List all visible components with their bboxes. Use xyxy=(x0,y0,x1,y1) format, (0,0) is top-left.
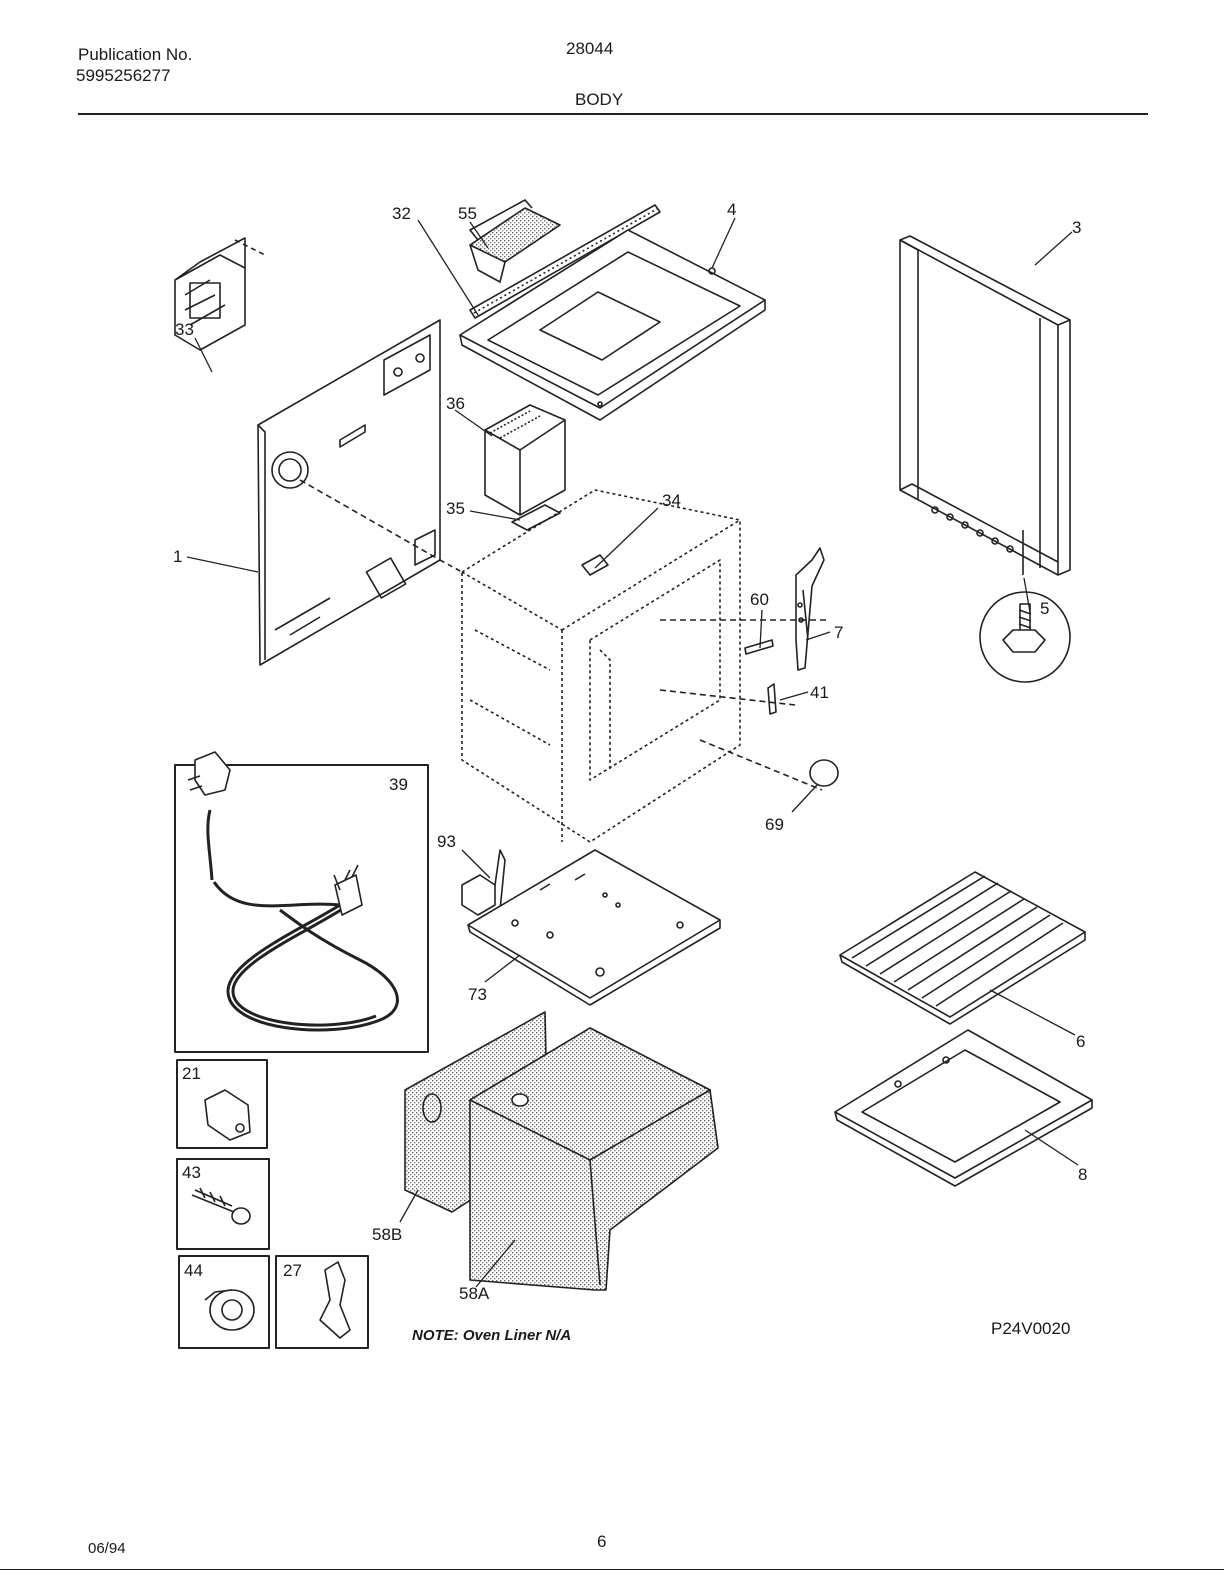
part-label-41: 41 xyxy=(810,683,829,702)
part-41-clip xyxy=(767,683,777,715)
part-label-35: 35 xyxy=(446,499,465,518)
model-number: 28044 xyxy=(566,39,614,58)
part-label-5: 5 xyxy=(1040,599,1050,618)
oven-liner-note: NOTE: Oven Liner N/A xyxy=(412,1327,572,1344)
part-21-clip xyxy=(204,1089,251,1141)
part-35-plate xyxy=(511,504,561,531)
part-3-side-panel xyxy=(899,235,1071,576)
part-4-top-frame xyxy=(459,229,766,421)
part-label-69: 69 xyxy=(765,815,784,834)
part-39-cord-box xyxy=(174,764,429,1053)
part-55-bracket xyxy=(469,199,561,283)
part-33-box xyxy=(174,237,246,351)
cord-terminal xyxy=(333,864,363,916)
part-27-box xyxy=(275,1255,369,1349)
part-label-58b: 58B xyxy=(372,1225,403,1244)
part-44-box xyxy=(178,1255,270,1349)
part-label-60: 60 xyxy=(750,590,769,609)
part-label-43: 43 xyxy=(182,1163,201,1182)
panel-holes xyxy=(931,506,1014,553)
page-number: 6 xyxy=(597,1532,607,1551)
part-label-36: 36 xyxy=(446,394,465,413)
part-label-93: 93 xyxy=(437,832,456,851)
part-7-hinge xyxy=(795,547,825,671)
publication-label: Publication No. xyxy=(78,45,193,64)
part-label-8: 8 xyxy=(1078,1165,1088,1184)
part-5-leveler xyxy=(979,591,1071,683)
part-label-6: 6 xyxy=(1076,1032,1086,1051)
footer-rule xyxy=(0,1569,1224,1570)
part-21-box xyxy=(176,1059,268,1149)
part-label-32: 32 xyxy=(392,204,411,223)
part-label-27: 27 xyxy=(283,1261,302,1280)
part-36-duct xyxy=(484,404,566,516)
leader-lines xyxy=(186,217,1079,1288)
part-34-clip xyxy=(581,554,609,576)
drawing-id: P24V0020 xyxy=(991,1319,1071,1338)
header-rule xyxy=(78,113,1148,115)
part-44-grommet xyxy=(209,1289,255,1331)
part-69-plug xyxy=(809,759,839,787)
part-93-bracket xyxy=(461,849,506,916)
part-43-box xyxy=(176,1158,270,1250)
part-label-39: 39 xyxy=(389,775,408,794)
part-6-oven-rack xyxy=(839,871,1086,1025)
part-label-3: 3 xyxy=(1072,218,1082,237)
cord-plug xyxy=(187,751,231,796)
power-cord xyxy=(206,809,399,1032)
part-label-58a: 58A xyxy=(459,1284,490,1303)
part-1-back-panel xyxy=(257,319,441,666)
part-8-broiler-pan xyxy=(834,1029,1093,1187)
publication-number: 5995256277 xyxy=(76,66,171,85)
part-label-55: 55 xyxy=(458,204,477,223)
part-label-1: 1 xyxy=(173,547,183,566)
part-27-clip xyxy=(319,1261,351,1339)
part-43-screw xyxy=(191,1187,235,1213)
part-label-44: 44 xyxy=(184,1261,203,1280)
part-label-33: 33 xyxy=(175,320,194,339)
part-label-4: 4 xyxy=(727,200,737,219)
section-title: BODY xyxy=(575,90,624,109)
part-label-21: 21 xyxy=(182,1064,201,1083)
footer-date: 06/94 xyxy=(88,1540,126,1557)
part-73-floor-plate xyxy=(467,849,721,1006)
part-label-7: 7 xyxy=(834,623,844,642)
part-58a-insulation xyxy=(469,1027,719,1291)
oven-body-frame xyxy=(461,489,741,843)
part-60-strip xyxy=(744,639,774,655)
part-label-73: 73 xyxy=(468,985,487,1004)
part-32-rail xyxy=(469,204,661,319)
part-label-34: 34 xyxy=(662,491,681,510)
